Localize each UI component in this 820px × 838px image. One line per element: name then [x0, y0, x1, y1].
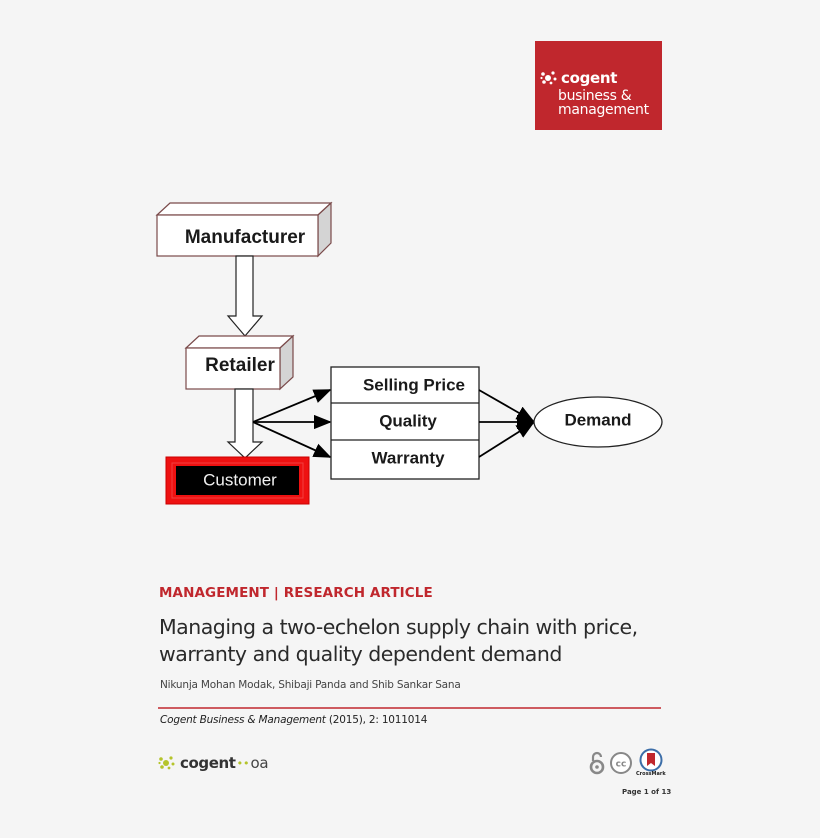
supply-chain-diagram: Manufacturer Retailer Customer Selling P…: [155, 201, 663, 505]
quality-label: Quality: [379, 411, 437, 430]
manufacturer-label: Manufacturer: [185, 227, 306, 248]
divider: [158, 707, 661, 709]
article-citation: Cogent Business & Management (2015), 2: …: [160, 714, 427, 726]
attribute-to-demand-arrows: [478, 389, 535, 458]
article-title: Managing a two-echelon supply chain with…: [159, 614, 679, 668]
warranty-label: Warranty: [371, 448, 445, 467]
retailer-label: Retailer: [205, 355, 275, 376]
citation-journal: Cogent Business & Management: [160, 714, 326, 726]
selling-price-label: Selling Price: [363, 375, 465, 394]
cogent-oa-logo: cogent •• oa: [158, 754, 269, 772]
open-access-icon[interactable]: [588, 751, 606, 775]
article-authors: Nikunja Mohan Modak, Shibaji Panda and S…: [160, 679, 461, 691]
brand-line-2: management: [558, 102, 649, 118]
demand-node: Demand: [533, 396, 663, 448]
creative-commons-icon[interactable]: cc: [609, 751, 633, 775]
journal-brand-logo: cogent business & management: [535, 41, 662, 130]
manufacturer-box: Manufacturer: [155, 201, 333, 258]
attribute-stack: Selling Price Quality Warranty: [330, 366, 480, 480]
block-arrow-down-2: [226, 388, 264, 459]
customer-box: Customer: [165, 456, 310, 505]
brand-logo-word: cogent: [561, 69, 618, 87]
oa-logo-word: cogent: [180, 754, 236, 772]
brand-line-1: business &: [558, 88, 632, 104]
article-title-line-1: Managing a two-echelon supply chain with…: [159, 615, 638, 639]
citation-details: (2015), 2: 1011014: [325, 714, 428, 726]
cogent-logo: cogent: [540, 69, 617, 87]
license-badges: cc CrossMark: [588, 748, 666, 777]
cogent-splat-icon: [540, 71, 557, 85]
crossmark-icon[interactable]: CrossMark: [636, 748, 666, 777]
page-number: Page 1 of 13: [622, 788, 672, 796]
customer-label: Customer: [203, 470, 277, 489]
retailer-box: Retailer: [184, 334, 295, 391]
demand-label: Demand: [564, 410, 631, 429]
article-title-line-2: warranty and quality dependent demand: [159, 642, 562, 666]
cogent-splat-icon: [158, 756, 175, 770]
article-category: MANAGEMENT | RESEARCH ARTICLE: [159, 585, 433, 601]
svg-text:cc: cc: [616, 759, 627, 769]
retailer-to-attribute-arrows: [252, 389, 332, 458]
oa-link-dots: ••: [236, 756, 250, 770]
oa-suffix: oa: [250, 754, 269, 772]
block-arrow-down-1: [226, 255, 264, 337]
crossmark-label: CrossMark: [636, 771, 666, 777]
